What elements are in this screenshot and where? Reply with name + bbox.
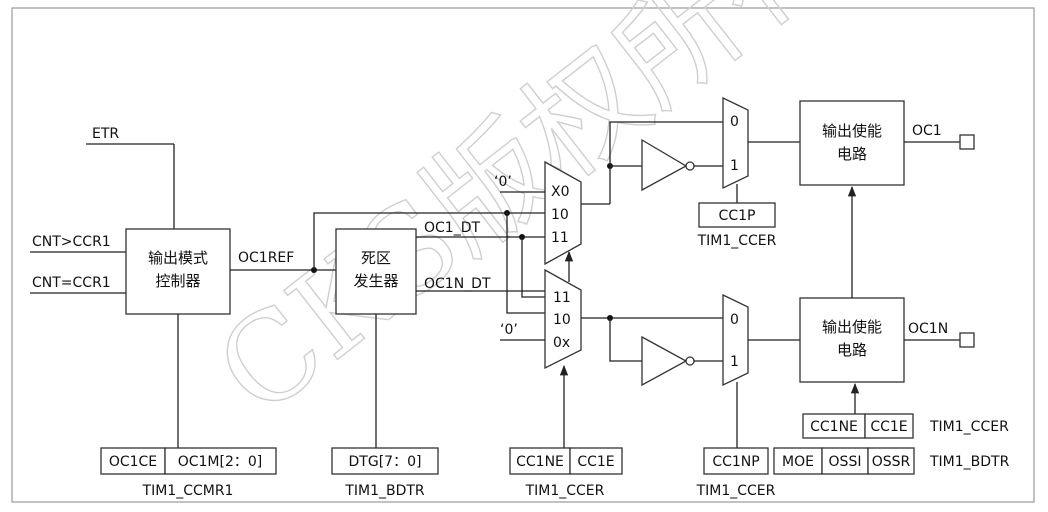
register-bdtr-en-field-0: MOE: [782, 454, 814, 470]
selector-top-in0: 0: [730, 114, 739, 130]
zero-top-label: ‘0’: [494, 174, 512, 190]
mux-bottom: [544, 268, 582, 370]
register-bdtr-en-field-2: OSSR: [872, 454, 911, 470]
register-bdtr-dtg: DTG[7：0] TIM1_BDTR: [331, 447, 439, 499]
oc1n-dt-label: OC1N_DT: [424, 276, 491, 292]
register-ccer-mux: CC1NE CC1E TIM1_CCER: [509, 447, 623, 499]
inverter-bottom: [641, 335, 688, 387]
oc1ref-label: OC1REF: [238, 250, 294, 266]
oc1n-label: OC1N: [908, 321, 948, 337]
register-bdtr-dtg-field-0: DTG[7：0]: [349, 454, 422, 470]
register-ccer-mux-field-0: CC1NE: [516, 454, 564, 470]
selector-top: [722, 96, 749, 190]
register-ccer-np-field-0: CC1NP: [712, 454, 759, 470]
oc1-dt-label: OC1_DT: [424, 220, 480, 236]
oc1-pin: [959, 134, 975, 150]
register-bdtr-en: MOE OSSI OSSR TIM1_BDTR: [773, 447, 1010, 475]
dead-time-generator-line2: 发生器: [353, 272, 398, 290]
mux-top: [544, 160, 582, 266]
output-enable-bottom-line1: 输出使能: [822, 318, 882, 336]
register-bdtr-en-name: TIM1_BDTR: [929, 454, 1010, 470]
output-enable-top-line1: 输出使能: [822, 122, 882, 140]
dead-time-generator: [335, 228, 417, 315]
register-bdtr-en-field-1: OSSI: [829, 454, 862, 470]
selector-bottom: [722, 293, 749, 387]
register-ccer-en-field-1: CC1E: [870, 419, 907, 435]
selector-bottom-in0: 0: [730, 312, 739, 328]
mux-bottom-in1: 10: [553, 312, 571, 328]
register-ccmr1: OC1CE OC1M[2：0] TIM1_CCMR1: [100, 447, 277, 499]
mux-top-in2: 11: [551, 230, 569, 246]
register-bdtr-dtg-name: TIM1_BDTR: [344, 483, 425, 499]
output-mode-controller-line1: 输出模式: [148, 249, 208, 267]
mux-top-in0: X0: [551, 184, 570, 200]
mux-top-in1: 10: [551, 207, 569, 223]
register-ccer-np-name: TIM1_CCER: [696, 483, 776, 499]
selector-bottom-in1: 1: [730, 354, 739, 370]
oc1-label: OC1: [912, 123, 942, 139]
register-ccer-np: CC1NP TIM1_CCER: [696, 447, 776, 499]
register-ccer-p-field-0: CC1P: [719, 208, 756, 224]
output-mode-controller-line2: 控制器: [155, 272, 200, 290]
cnt-gt-label: CNT>CCR1: [32, 234, 111, 250]
output-enable-bottom: [799, 297, 905, 383]
selector-top-in1: 1: [730, 158, 739, 174]
oc1n-pin: [959, 332, 975, 348]
register-ccer-en-name: TIM1_CCER: [929, 419, 1009, 435]
output-enable-top-line2: 电路: [837, 145, 867, 163]
register-ccmr1-field-1: OC1M[2：0]: [178, 454, 263, 470]
mux-bottom-in2: 0x: [553, 335, 570, 351]
output-enable-bottom-line2: 电路: [837, 341, 867, 359]
register-ccer-mux-field-1: CC1E: [577, 454, 614, 470]
diagram-frame: [11, 7, 1035, 503]
inverter-top: [641, 138, 688, 192]
etr-label: ETR: [92, 126, 119, 142]
register-ccer-en-field-0: CC1NE: [810, 419, 858, 435]
dead-time-generator-line1: 死区: [361, 249, 391, 267]
cnt-eq-label: CNT=CCR1: [32, 275, 111, 291]
output-enable-top: [799, 100, 905, 186]
register-ccer-en: CC1NE CC1E TIM1_CCER: [802, 413, 1009, 439]
register-ccer-mux-name: TIM1_CCER: [525, 483, 605, 499]
zero-bottom-label: ‘0’: [500, 322, 518, 338]
mux-bottom-in0: 11: [553, 290, 571, 306]
register-ccmr1-name: TIM1_CCMR1: [142, 483, 234, 499]
register-ccmr1-field-0: OC1CE: [109, 454, 157, 470]
register-ccer-p-name: TIM1_CCER: [697, 233, 777, 249]
register-ccer-p: CC1P TIM1_CCER: [697, 202, 777, 249]
